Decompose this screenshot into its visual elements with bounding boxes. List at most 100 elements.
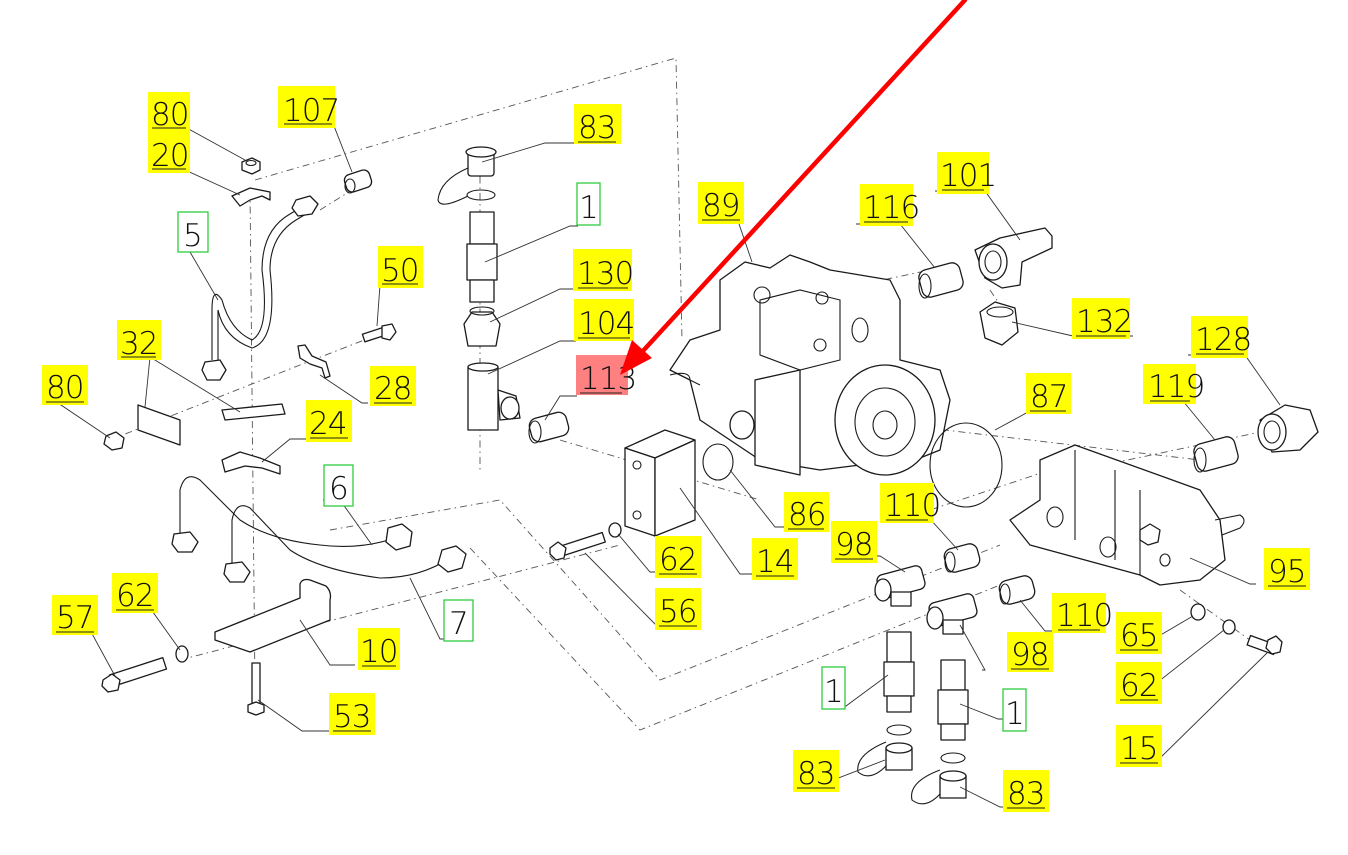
svg-text:53: 53	[333, 699, 370, 735]
callout-53[interactable]: 53	[329, 693, 375, 735]
callout-98-lower[interactable]: 98	[1007, 632, 1053, 673]
callout-101[interactable]: 101	[937, 152, 997, 194]
callout-83-right[interactable]: 83	[1003, 770, 1049, 812]
part-clamp-24	[221, 451, 281, 475]
part-washer-62-mid	[608, 522, 622, 538]
part-main-pump-89	[669, 254, 951, 476]
callout-57[interactable]: 57	[52, 595, 98, 636]
part-fitting-110-upper	[943, 543, 981, 573]
part-cap-83-right	[911, 752, 967, 805]
callout-89[interactable]: 89	[698, 182, 744, 224]
callout-10[interactable]: 10	[358, 628, 400, 670]
callout-130[interactable]: 130	[573, 249, 634, 292]
callout-1-top[interactable]: 1	[576, 182, 601, 226]
callout-86[interactable]: 86	[784, 492, 829, 533]
callout-50[interactable]: 50	[378, 246, 423, 289]
svg-text:119: 119	[1148, 369, 1204, 405]
svg-text:83: 83	[578, 110, 615, 146]
part-pipe-6-nut-start	[171, 531, 199, 553]
part-oring-86	[702, 443, 734, 481]
part-tee-104	[467, 362, 521, 431]
svg-text:1: 1	[824, 674, 843, 710]
part-cap-83-left	[857, 724, 913, 777]
svg-text:24: 24	[309, 406, 346, 442]
callout-132[interactable]: 132	[1072, 298, 1133, 340]
part-nut-132	[979, 301, 1019, 346]
part-washer-plate-32	[221, 403, 286, 421]
callout-95[interactable]: 95	[1264, 548, 1310, 590]
part-tee-98-upper	[874, 565, 926, 607]
red-annotation-arrow	[620, 0, 968, 375]
part-oring-87	[929, 422, 1003, 508]
callout-1-right[interactable]: 1	[1002, 688, 1027, 732]
part-pipe-5-nut-bottom	[201, 359, 227, 381]
callout-62-right[interactable]: 62	[1116, 662, 1162, 704]
callout-116[interactable]: 116	[860, 184, 920, 226]
svg-text:1: 1	[579, 190, 598, 226]
callout-83-top[interactable]: 83	[574, 104, 621, 146]
svg-text:128: 128	[1195, 322, 1251, 358]
callout-98-upper[interactable]: 98	[831, 521, 877, 563]
part-coupling-1-top	[466, 211, 498, 303]
svg-text:89: 89	[702, 188, 739, 224]
svg-text:50: 50	[381, 253, 418, 289]
part-cap-83-top	[437, 146, 497, 205]
svg-text:6: 6	[329, 471, 348, 507]
callout-104[interactable]: 104	[574, 299, 635, 342]
svg-text:15: 15	[1120, 731, 1157, 767]
svg-text:86: 86	[788, 497, 825, 533]
svg-text:80: 80	[151, 97, 188, 133]
svg-text:107: 107	[283, 93, 339, 129]
callout-110-lower[interactable]: 110	[1052, 593, 1113, 634]
part-tee-98-lower	[926, 593, 978, 635]
callout-32[interactable]: 32	[117, 320, 161, 362]
callout-1-left[interactable]: 1	[821, 666, 846, 710]
part-bolt-50	[361, 323, 397, 343]
callout-128[interactable]: 128	[1191, 316, 1252, 358]
svg-text:116: 116	[863, 190, 919, 226]
callout-83-left[interactable]: 83	[793, 750, 839, 792]
callout-119[interactable]: 119	[1143, 364, 1205, 405]
part-washer-62-right	[1222, 619, 1236, 635]
part-fitting-113	[528, 411, 570, 444]
callout-14[interactable]: 14	[752, 538, 798, 580]
callout-20[interactable]: 20	[148, 131, 190, 174]
svg-text:98: 98	[835, 527, 872, 563]
callout-113-selected[interactable]: 113	[576, 355, 637, 397]
callout-62-mid[interactable]: 62	[655, 536, 701, 578]
part-bracket-10	[214, 578, 332, 653]
svg-text:1: 1	[1005, 696, 1024, 732]
callout-56[interactable]: 56	[655, 588, 701, 630]
callout-24[interactable]: 24	[306, 400, 352, 442]
svg-text:83: 83	[1007, 776, 1044, 812]
callout-28[interactable]: 28	[370, 366, 416, 407]
part-valve-block-14	[624, 429, 696, 537]
callout-80-left[interactable]: 80	[42, 365, 88, 406]
svg-text:14: 14	[756, 544, 793, 580]
callout-80-top[interactable]: 80	[148, 92, 190, 133]
callout-labels: 80 20 107 83 1 5 50 130 104 113 32 80 28…	[42, 86, 1310, 812]
part-bolt-53	[247, 662, 265, 716]
svg-text:98: 98	[1011, 637, 1048, 673]
callout-87[interactable]: 87	[1026, 373, 1071, 415]
parts-artwork	[101, 146, 1319, 805]
callout-7[interactable]: 7	[443, 599, 474, 642]
svg-text:130: 130	[577, 256, 633, 292]
callout-62-left[interactable]: 62	[112, 573, 158, 614]
svg-text:104: 104	[578, 306, 634, 342]
part-bolt-56	[549, 531, 606, 561]
part-plate-32	[137, 404, 181, 446]
callout-6[interactable]: 6	[323, 464, 354, 507]
part-fitting-116	[918, 262, 964, 299]
svg-text:95: 95	[1268, 554, 1305, 590]
part-adapter-130	[463, 306, 501, 347]
part-coupling-1-right	[937, 659, 969, 741]
svg-text:80: 80	[46, 370, 83, 406]
callout-65[interactable]: 65	[1116, 612, 1162, 654]
callout-15[interactable]: 15	[1116, 725, 1162, 767]
callout-107[interactable]: 107	[278, 86, 340, 129]
svg-text:101: 101	[940, 158, 996, 194]
callout-5[interactable]: 5	[177, 211, 209, 254]
svg-text:87: 87	[1030, 379, 1067, 415]
callout-110-upper[interactable]: 110	[880, 483, 941, 524]
